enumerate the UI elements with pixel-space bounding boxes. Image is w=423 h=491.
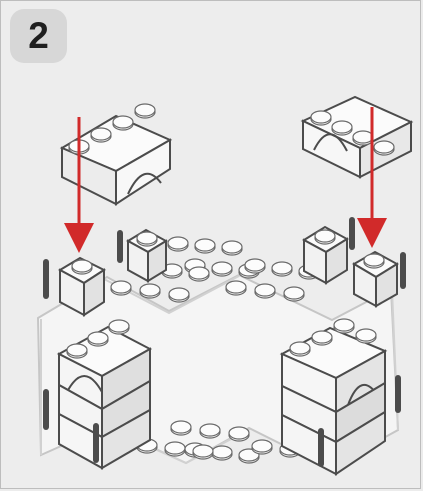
right-arch-brick xyxy=(303,97,411,177)
right-post-blocks xyxy=(304,220,403,306)
